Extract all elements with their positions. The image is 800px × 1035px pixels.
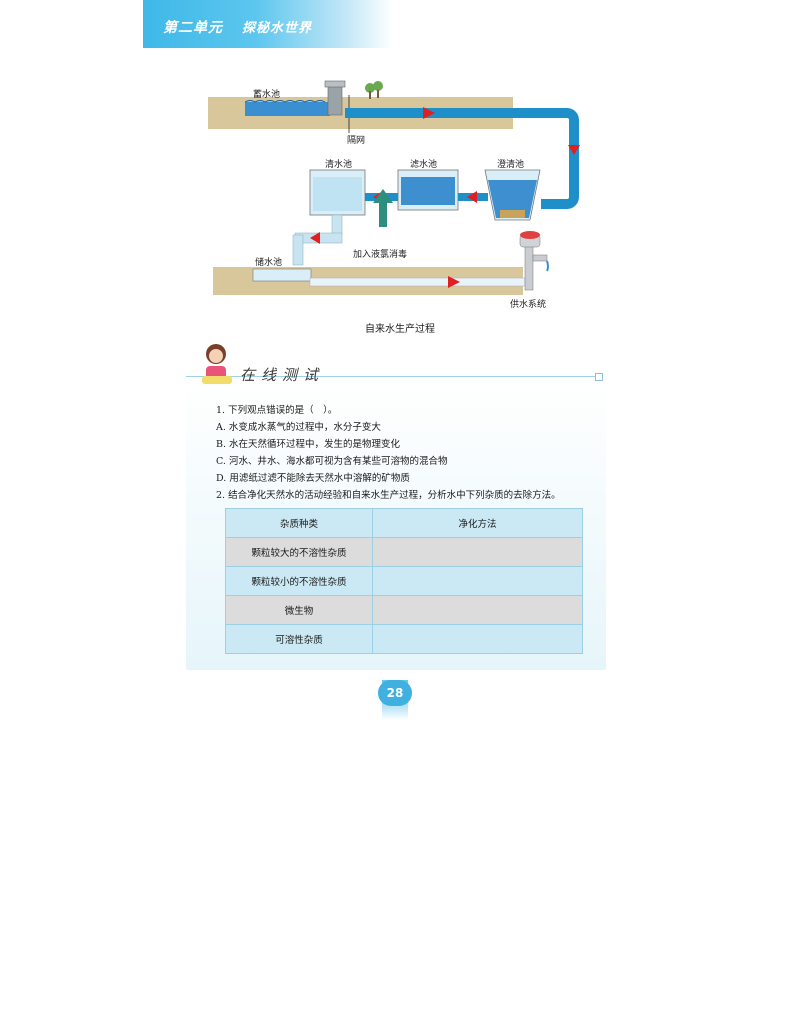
unit-topic: 探秘水世界 (242, 21, 313, 36)
option-d: D. 用滤纸过滤不能除去天然水中溶解的矿物质 (216, 473, 410, 484)
purification-method-cell (372, 566, 583, 596)
option-c: C. 河水、井水、海水都可视为含有某些可溶物的混合物 (216, 456, 448, 467)
question-2: 2. 结合净化天然水的活动经验和自来水生产过程，分析水中下列杂质的去除方法。 (216, 490, 561, 501)
table-row: 可溶性杂质 (225, 624, 583, 654)
supply-label: 供水系统 (510, 300, 547, 310)
diagram-graphic (208, 80, 580, 295)
impurity-type-cell: 颗粒较大的不溶性杂质 (225, 537, 373, 567)
purification-method-cell (372, 624, 583, 654)
diagram-caption: 自来水生产过程 (365, 324, 435, 335)
pipe-top (345, 108, 567, 118)
intake-tower (327, 84, 343, 116)
table-header-row: 杂质种类 净化方法 (225, 508, 583, 538)
impurity-type-cell: 微生物 (225, 595, 373, 625)
reservoir-label: 蓄水池 (253, 90, 281, 100)
pipe-right (569, 125, 579, 195)
option-b: B. 水在天然循环过程中，发生的是物理变化 (216, 439, 401, 450)
reservoir-water (245, 102, 330, 116)
page-number: 28 (378, 680, 412, 706)
storage-pool (252, 268, 312, 282)
section-title: 在线测试 (240, 366, 325, 384)
girl-avatar-icon (202, 344, 232, 384)
faucet (524, 244, 534, 291)
table-row: 微生物 (225, 595, 583, 625)
water-production-diagram: 蓄水池 隔网 清水池 滤水池 澄清池 加入液氯消毒 储水池 供水系统 (205, 75, 600, 340)
purification-method-cell (372, 595, 583, 625)
screen-label: 隔网 (347, 136, 366, 146)
impurity-type-cell: 可溶性杂质 (225, 624, 373, 654)
unit-label: 第二单元 (163, 20, 223, 36)
header-purification-method: 净化方法 (372, 508, 583, 538)
chlorine-label: 加入液氯消毒 (353, 250, 408, 260)
panel-rule (186, 376, 598, 377)
panel-end-marker (595, 373, 603, 381)
unit-banner: 第二单元 探秘水世界 (143, 0, 393, 48)
table-row: 颗粒较小的不溶性杂质 (225, 566, 583, 596)
impurity-type-cell: 颗粒较小的不溶性杂质 (225, 566, 373, 596)
question-1: 1. 下列观点错误的是（ ）。 (216, 405, 338, 416)
settling-pool-label: 澄清池 (497, 160, 525, 170)
header-impurity-type: 杂质种类 (225, 508, 373, 538)
filter-pool-label: 滤水池 (410, 160, 438, 170)
purification-method-cell (372, 537, 583, 567)
impurity-table: 杂质种类 净化方法 颗粒较大的不溶性杂质 颗粒较小的不溶性杂质 微生物 可溶性杂… (225, 508, 583, 654)
clear-pool-label: 清水池 (325, 160, 353, 170)
table-row: 颗粒较大的不溶性杂质 (225, 537, 583, 567)
storage-pool-label: 储水池 (255, 258, 283, 268)
option-a: A. 水变成水蒸气的过程中，水分子变大 (216, 422, 381, 433)
